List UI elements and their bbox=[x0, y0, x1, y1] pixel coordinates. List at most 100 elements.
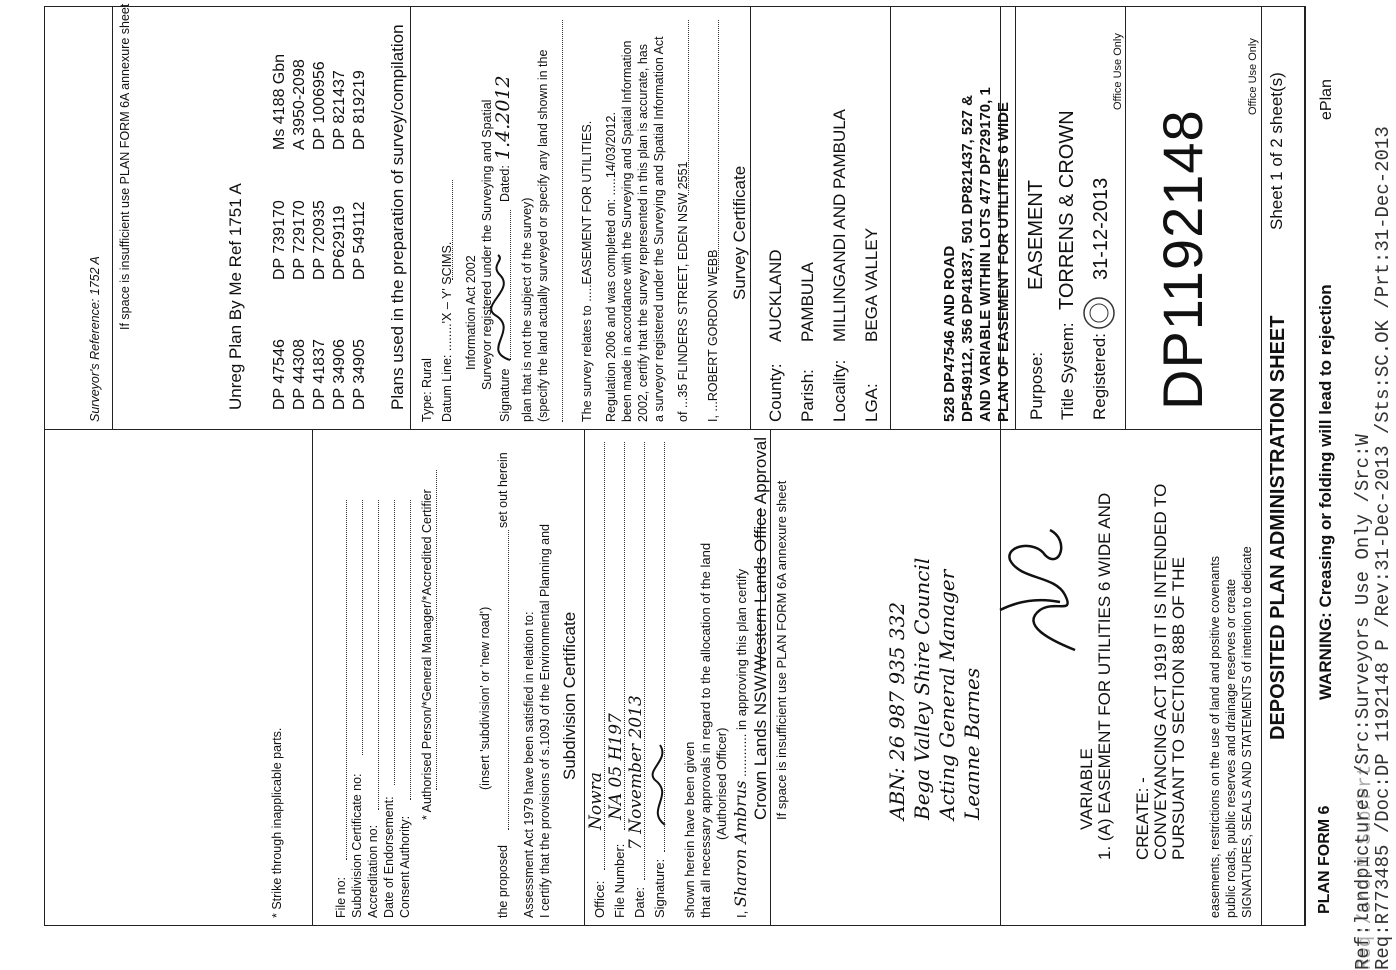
plan-ref: DP 720935 bbox=[311, 200, 328, 280]
statements-heading-3: easements, restrictions on the use of la… bbox=[1208, 555, 1222, 918]
accreditation-line bbox=[378, 500, 379, 810]
signatory-abn: ABN: 26 987 935 332 bbox=[885, 601, 909, 820]
dated-value: 1.4.2012 bbox=[492, 75, 514, 160]
signatory-title: Acting General Manager bbox=[935, 569, 959, 820]
plans-column-2: DP 739170 DP 729170 DP 720935 DP629119 D… bbox=[270, 170, 370, 280]
cert-no-line bbox=[362, 500, 363, 755]
sheet-count: Sheet 1 of 2 sheet(s) bbox=[1267, 72, 1286, 230]
pursuant-line-2: CONVEYANCING ACT 1919 IT IS INTENDED TO bbox=[1151, 483, 1170, 860]
left-insufficient-note: If space is insufficient use PLAN FORM 6… bbox=[774, 480, 789, 820]
county-label: County: bbox=[766, 363, 785, 422]
subdivision-title: Subdivision Certificate bbox=[560, 611, 579, 780]
pursuant-line-3: CREATE: - bbox=[1133, 777, 1152, 860]
column-divider bbox=[44, 429, 1261, 430]
divider bbox=[1015, 6, 1016, 430]
crown-approval-title: Crown Lands NSW/Western Lands Office App… bbox=[751, 436, 770, 820]
purpose-label: Purpose: bbox=[1027, 351, 1046, 420]
crown-date-label: Date: bbox=[632, 886, 647, 918]
subdivision-insert-hint: (insert 'subdivision' or 'new road') bbox=[478, 606, 492, 790]
address-dotline bbox=[688, 20, 689, 195]
plan-ref: DP 44308 bbox=[291, 339, 308, 410]
subdivision-authorised: * Authorised Person/*General Manager/*Ac… bbox=[420, 489, 434, 820]
crown-date-value: 7 November 2013 bbox=[626, 695, 646, 850]
registered-under-2: Information Act 2002 bbox=[464, 255, 478, 370]
county-value: AUCKLAND bbox=[766, 249, 785, 342]
relates-dotline bbox=[562, 20, 563, 422]
plan-heading-2: AND VARIABLE WITHIN LOTS 477 DP729170, 1 bbox=[977, 87, 994, 422]
surveyor-dotline bbox=[718, 20, 719, 270]
plans-column-3: Ms 4188 Gbn A 3950-2098 DP 1006956 DP 82… bbox=[270, 20, 370, 150]
file-no: File no: bbox=[334, 877, 348, 918]
plan-ref: DP 34905 bbox=[351, 339, 368, 410]
consent-authority: Consent Authority: bbox=[398, 815, 412, 918]
proposed-line bbox=[508, 530, 509, 830]
plan-ref: DP 739170 bbox=[271, 200, 288, 280]
seal-icon bbox=[1083, 297, 1115, 329]
plan-ref: Ms 4188 Gbn bbox=[271, 53, 288, 150]
file-no-line bbox=[346, 500, 347, 860]
subdivision-set-out: set out herein bbox=[496, 452, 510, 528]
unregistered-plan: Unreg Plan By Me Ref 1751 A bbox=[226, 183, 245, 410]
plan-ref: DP 41837 bbox=[311, 339, 328, 410]
accreditation-no: Accreditation no: bbox=[366, 824, 380, 918]
survey-signature-label: Signature bbox=[498, 368, 512, 422]
divider bbox=[112, 6, 113, 430]
statements-heading: SIGNATURES, SEALS AND STATEMENTS of inte… bbox=[1240, 546, 1254, 918]
divider bbox=[584, 430, 585, 926]
cert-line-3: been made in accordance with the Surveyi… bbox=[620, 40, 634, 422]
surveyor-signature-icon bbox=[490, 254, 511, 361]
datum-dotline bbox=[452, 180, 453, 280]
type-line: Type: Rural bbox=[420, 358, 434, 422]
form-name: PLAN FORM 6 bbox=[1316, 805, 1333, 914]
crown-file-value: NA 05 H197 bbox=[606, 713, 626, 820]
specify-line-1: (specify the land actually surveyed or s… bbox=[536, 49, 550, 422]
survey-cert-title: Survey Certificate bbox=[730, 165, 749, 300]
plan-ref: DP 1006956 bbox=[311, 61, 328, 150]
crown-signature-label: Signature: bbox=[652, 858, 667, 918]
plan-number: DP1192148 bbox=[1151, 109, 1214, 410]
crown-office-value: Nowra bbox=[586, 772, 606, 830]
address-line: of ...35 FLINDERS STREET, EDEN NSW 2551 bbox=[676, 161, 690, 423]
sheet-title: DEPOSITED PLAN ADMINISTRATION SHEET bbox=[1267, 315, 1289, 740]
eplan-label: ePlan bbox=[1318, 79, 1335, 120]
signatory-name: Leanne Barnes bbox=[960, 667, 984, 820]
registered-under-1: Surveyor registered under the Surveying … bbox=[480, 99, 494, 390]
registered-label: Registered: bbox=[1090, 333, 1109, 420]
locality-label: Locality: bbox=[830, 359, 849, 422]
subdivision-line-2: Assessment Act 1979 have been satisfied … bbox=[522, 611, 536, 918]
crown-officer-line: I, Sharon Ambrus ............ in approvi… bbox=[731, 568, 750, 918]
easement-item-1-cont: VARIABLE bbox=[1077, 748, 1096, 830]
plan-ref: DP 47546 bbox=[271, 339, 288, 410]
plans-column-1: DP 47546 DP 44308 DP 41837 DP 34906 DP 3… bbox=[270, 300, 370, 410]
office-use-label-2: Office Use Only bbox=[1112, 33, 1124, 110]
dated-label: Dated: bbox=[498, 165, 512, 202]
title-system-label: Title System: bbox=[1058, 322, 1077, 420]
council-signature-icon bbox=[999, 528, 1076, 652]
subdivision-line-1: I certify that the provisions of s.109J … bbox=[538, 524, 552, 918]
cert-line-1: a surveyor registered under the Surveyin… bbox=[652, 36, 666, 422]
date-of-endorsement: Date of Endorsement: bbox=[382, 796, 396, 918]
lga-value: BEGA VALLEY bbox=[862, 227, 881, 342]
plan-heading-3: DP549112, 356 DP41837, 501 DP821437, 527… bbox=[959, 95, 976, 422]
signatory-org: Bega Valley Shire Council bbox=[910, 557, 934, 820]
divider bbox=[1261, 6, 1262, 926]
locality-value: MILLINGANDI AND PAMBULA bbox=[830, 108, 849, 342]
plan-ref: DP 549112 bbox=[351, 201, 368, 280]
plan-ref: A 3950-2098 bbox=[291, 59, 308, 150]
surveyor-reference: Surveyor's Reference: 1752 A bbox=[88, 256, 102, 422]
office-use-label: Office Use Only bbox=[1247, 38, 1259, 115]
divider bbox=[1125, 6, 1126, 430]
plan-ref: DP 34906 bbox=[331, 339, 348, 410]
plan-ref: DP 819219 bbox=[351, 70, 368, 150]
cert-line-4: Regulation 2006 and was completed on: ..… bbox=[604, 112, 618, 422]
authorised-line bbox=[436, 470, 437, 790]
crown-office-label: Office: bbox=[592, 880, 607, 918]
crown-signature-icon bbox=[651, 744, 666, 826]
title-system-value: TORRENS & CROWN bbox=[1056, 110, 1078, 310]
divider bbox=[750, 6, 751, 430]
divider bbox=[890, 6, 891, 430]
purpose-value: EASEMENT bbox=[1025, 179, 1047, 290]
parish-value: PAMBULA bbox=[798, 262, 817, 342]
crown-authorised-officer: (Authorised Officer) bbox=[714, 727, 729, 840]
lga-label: LGA: bbox=[862, 383, 881, 422]
